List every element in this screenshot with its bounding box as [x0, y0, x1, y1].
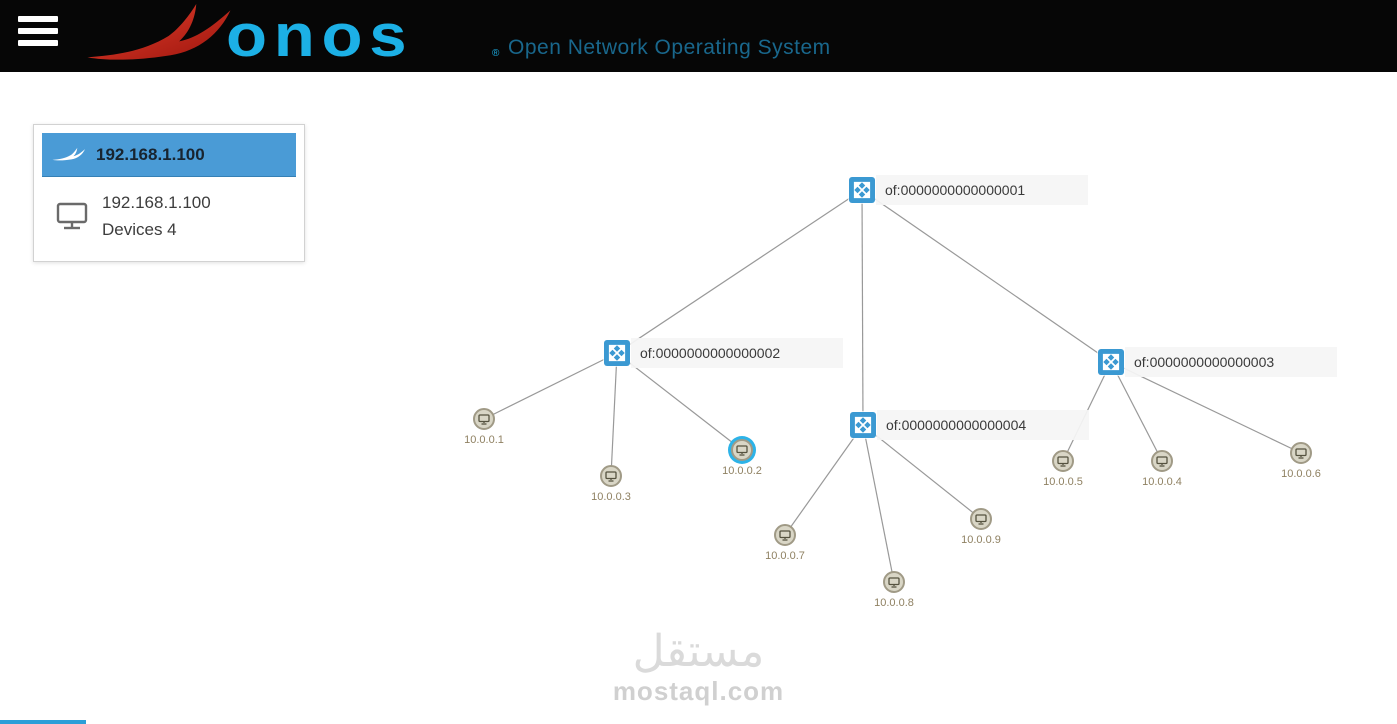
summary-ip: 192.168.1.100 [102, 193, 211, 212]
host-label: 10.0.0.5 [1043, 476, 1083, 488]
summary-title: 192.168.1.100 [96, 144, 205, 164]
link-line[interactable] [784, 424, 864, 536]
host-label: 10.0.0.6 [1281, 468, 1321, 480]
host-node[interactable]: 10.0.0.3 [566, 465, 656, 503]
host-label: 10.0.0.4 [1142, 476, 1182, 488]
summary-panel-body: 192.168.1.100 Devices 4 [42, 177, 296, 243]
link-line[interactable] [861, 189, 864, 426]
menu-hamburger-button[interactable] [18, 16, 58, 56]
bird-icon [52, 147, 86, 160]
host-node[interactable]: 10.0.0.6 [1256, 442, 1346, 480]
link-line[interactable] [1110, 361, 1302, 454]
host-label: 10.0.0.3 [591, 491, 631, 503]
summary-devices: Devices 4 [102, 220, 177, 239]
host-label: 10.0.0.7 [765, 550, 805, 562]
host-label: 10.0.0.8 [874, 597, 914, 609]
hamburger-bar [18, 40, 58, 46]
host-node[interactable]: 10.0.0.4 [1117, 450, 1207, 488]
host-node[interactable]: 10.0.0.9 [936, 508, 1026, 546]
host-icon [774, 524, 796, 546]
onos-logo-text: onos [226, 2, 414, 69]
link-line[interactable] [483, 352, 618, 420]
host-icon [600, 465, 622, 487]
switch-icon [854, 416, 872, 434]
onos-subtitle: Open Network Operating System [508, 36, 831, 59]
host-node-selected[interactable]: 10.0.0.2 [697, 439, 787, 477]
switch-label: of:0000000000000002 [631, 338, 843, 368]
host-label: 10.0.0.1 [464, 434, 504, 446]
host-icon [731, 439, 753, 461]
host-node[interactable]: 10.0.0.8 [849, 571, 939, 609]
summary-panel-header: 192.168.1.100 [42, 133, 296, 177]
link-line[interactable] [610, 352, 618, 477]
host-node[interactable]: 10.0.0.5 [1018, 450, 1108, 488]
hamburger-bar [18, 16, 58, 22]
hamburger-bar [18, 28, 58, 34]
switch-node-of1[interactable] [849, 177, 875, 203]
switch-node-of3[interactable] [1098, 349, 1124, 375]
switch-label: of:0000000000000003 [1125, 347, 1337, 377]
switch-label: of:0000000000000001 [876, 175, 1088, 205]
switch-node-of4[interactable] [850, 412, 876, 438]
switch-icon [853, 181, 871, 199]
link-line[interactable] [862, 424, 982, 520]
switch-label: of:0000000000000004 [877, 410, 1089, 440]
link-line[interactable] [861, 189, 1112, 363]
host-icon [883, 571, 905, 593]
host-node[interactable]: 10.0.0.1 [439, 408, 529, 446]
summary-panel: 192.168.1.100 192.168.1.100 Devices 4 [33, 124, 305, 262]
host-icon [473, 408, 495, 430]
link-line[interactable] [862, 424, 895, 583]
monitor-icon [56, 202, 88, 230]
onos-bird-icon [87, 4, 231, 60]
bottom-accent-bar [0, 720, 86, 724]
app-header: onos ® Open Network Operating System [0, 0, 1397, 72]
host-label: 10.0.0.2 [722, 465, 762, 477]
registered-mark: ® [492, 48, 500, 59]
host-icon [1052, 450, 1074, 472]
switch-icon [1102, 353, 1120, 371]
link-line[interactable] [1110, 361, 1163, 462]
link-line[interactable] [616, 189, 863, 354]
host-label: 10.0.0.9 [961, 534, 1001, 546]
link-line[interactable] [616, 352, 743, 451]
host-icon [1290, 442, 1312, 464]
switch-icon [608, 344, 626, 362]
host-icon [1151, 450, 1173, 472]
switch-node-of2[interactable] [604, 340, 630, 366]
host-icon [970, 508, 992, 530]
host-node[interactable]: 10.0.0.7 [740, 524, 830, 562]
